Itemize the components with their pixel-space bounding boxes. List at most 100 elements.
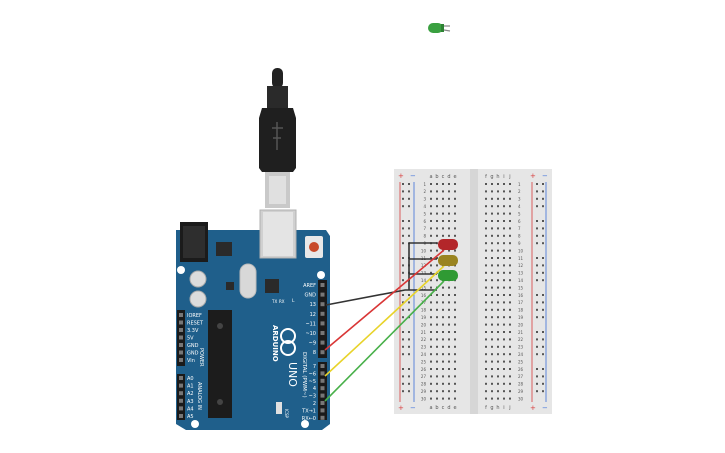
breadboard-hole[interactable] bbox=[454, 227, 456, 230]
breadboard-hole[interactable] bbox=[491, 360, 493, 363]
breadboard-hole[interactable] bbox=[454, 382, 456, 385]
breadboard-hole[interactable] bbox=[497, 279, 499, 282]
breadboard-hole[interactable] bbox=[485, 190, 487, 193]
rail-hole[interactable] bbox=[536, 375, 538, 378]
breadboard-hole[interactable] bbox=[454, 190, 456, 193]
breadboard-hole[interactable] bbox=[491, 397, 493, 400]
breadboard-hole[interactable] bbox=[454, 360, 456, 363]
breadboard-hole[interactable] bbox=[491, 220, 493, 222]
breadboard-hole[interactable] bbox=[436, 331, 438, 333]
breadboard-hole[interactable] bbox=[509, 390, 511, 393]
breadboard-hole[interactable] bbox=[509, 338, 511, 341]
header-pin[interactable] bbox=[179, 406, 183, 411]
breadboard-hole[interactable] bbox=[436, 390, 438, 393]
rail-hole[interactable] bbox=[536, 331, 538, 333]
breadboard-hole[interactable] bbox=[509, 286, 511, 289]
breadboard-hole[interactable] bbox=[436, 279, 438, 282]
breadboard-hole[interactable] bbox=[503, 301, 505, 304]
rail-hole[interactable] bbox=[542, 316, 544, 319]
rail-hole[interactable] bbox=[542, 368, 544, 370]
breadboard-hole[interactable] bbox=[442, 390, 444, 393]
breadboard-hole[interactable] bbox=[442, 331, 444, 333]
wire-yellow-pin5[interactable] bbox=[324, 265, 445, 377]
breadboard-hole[interactable] bbox=[454, 212, 456, 215]
rail-hole[interactable] bbox=[408, 345, 410, 348]
breadboard-hole[interactable] bbox=[497, 368, 499, 370]
rail-hole[interactable] bbox=[402, 197, 404, 200]
breadboard-hole[interactable] bbox=[509, 264, 511, 267]
breadboard-hole[interactable] bbox=[497, 323, 499, 326]
breadboard-hole[interactable] bbox=[509, 294, 511, 296]
breadboard-hole[interactable] bbox=[503, 390, 505, 393]
rail-hole[interactable] bbox=[402, 390, 404, 393]
breadboard-hole[interactable] bbox=[503, 323, 505, 326]
rail-hole[interactable] bbox=[542, 294, 544, 296]
breadboard-hole[interactable] bbox=[442, 212, 444, 215]
breadboard-hole[interactable] bbox=[442, 360, 444, 363]
rail-hole[interactable] bbox=[536, 227, 538, 230]
header-pin[interactable] bbox=[320, 386, 325, 391]
rail-hole[interactable] bbox=[536, 257, 538, 259]
rail-hole[interactable] bbox=[408, 375, 410, 378]
rail-hole[interactable] bbox=[542, 234, 544, 237]
breadboard-hole[interactable] bbox=[503, 308, 505, 311]
rail-hole[interactable] bbox=[542, 271, 544, 274]
wire-black-gnd[interactable] bbox=[325, 289, 437, 306]
breadboard-hole[interactable] bbox=[436, 205, 438, 208]
breadboard-hole[interactable] bbox=[442, 294, 444, 296]
breadboard-hole[interactable] bbox=[436, 338, 438, 341]
breadboard-hole[interactable] bbox=[503, 331, 505, 333]
rail-hole[interactable] bbox=[536, 190, 538, 193]
header-pin[interactable] bbox=[179, 358, 183, 362]
breadboard-hole[interactable] bbox=[448, 183, 450, 185]
breadboard-hole[interactable] bbox=[503, 220, 505, 222]
breadboard-hole[interactable] bbox=[436, 368, 438, 370]
rail-hole[interactable] bbox=[402, 301, 404, 304]
breadboard-hole[interactable] bbox=[503, 205, 505, 208]
breadboard-hole[interactable] bbox=[485, 331, 487, 333]
rail-hole[interactable] bbox=[536, 345, 538, 348]
breadboard-hole[interactable] bbox=[491, 390, 493, 393]
breadboard-hole[interactable] bbox=[509, 323, 511, 326]
header-pin[interactable] bbox=[320, 321, 325, 326]
breadboard-hole[interactable] bbox=[485, 212, 487, 215]
breadboard-hole[interactable] bbox=[509, 382, 511, 385]
breadboard-hole[interactable] bbox=[454, 338, 456, 341]
rail-hole[interactable] bbox=[408, 205, 410, 208]
breadboard-hole[interactable] bbox=[436, 234, 438, 237]
breadboard-hole[interactable] bbox=[442, 220, 444, 222]
breadboard-hole[interactable] bbox=[448, 212, 450, 215]
rail-hole[interactable] bbox=[408, 183, 410, 185]
breadboard-hole[interactable] bbox=[491, 205, 493, 208]
rail-hole[interactable] bbox=[402, 205, 404, 208]
breadboard-hole[interactable] bbox=[436, 323, 438, 326]
breadboard-hole[interactable] bbox=[454, 205, 456, 208]
breadboard-hole[interactable] bbox=[485, 220, 487, 222]
rail-hole[interactable] bbox=[402, 382, 404, 385]
breadboard-hole[interactable] bbox=[503, 227, 505, 230]
breadboard-hole[interactable] bbox=[454, 183, 456, 185]
breadboard-hole[interactable] bbox=[448, 220, 450, 222]
breadboard-hole[interactable] bbox=[503, 190, 505, 193]
header-pin[interactable] bbox=[320, 415, 325, 420]
breadboard-hole[interactable] bbox=[485, 249, 487, 252]
rail-hole[interactable] bbox=[402, 220, 404, 222]
breadboard-hole[interactable] bbox=[503, 242, 505, 245]
breadboard-hole[interactable] bbox=[430, 264, 432, 267]
breadboard-hole[interactable] bbox=[497, 249, 499, 252]
rail-hole[interactable] bbox=[402, 294, 404, 296]
rail-hole[interactable] bbox=[536, 205, 538, 208]
breadboard-hole[interactable] bbox=[485, 353, 487, 356]
breadboard-hole[interactable] bbox=[442, 397, 444, 400]
breadboard-hole[interactable] bbox=[509, 190, 511, 193]
header-pin[interactable] bbox=[320, 311, 325, 316]
breadboard-hole[interactable] bbox=[448, 294, 450, 296]
breadboard-hole[interactable] bbox=[497, 308, 499, 311]
breadboard-hole[interactable] bbox=[442, 316, 444, 319]
breadboard-hole[interactable] bbox=[454, 331, 456, 333]
header-pin[interactable] bbox=[320, 371, 325, 376]
rail-hole[interactable] bbox=[542, 183, 544, 185]
breadboard-hole[interactable] bbox=[497, 234, 499, 237]
breadboard-hole[interactable] bbox=[454, 397, 456, 400]
